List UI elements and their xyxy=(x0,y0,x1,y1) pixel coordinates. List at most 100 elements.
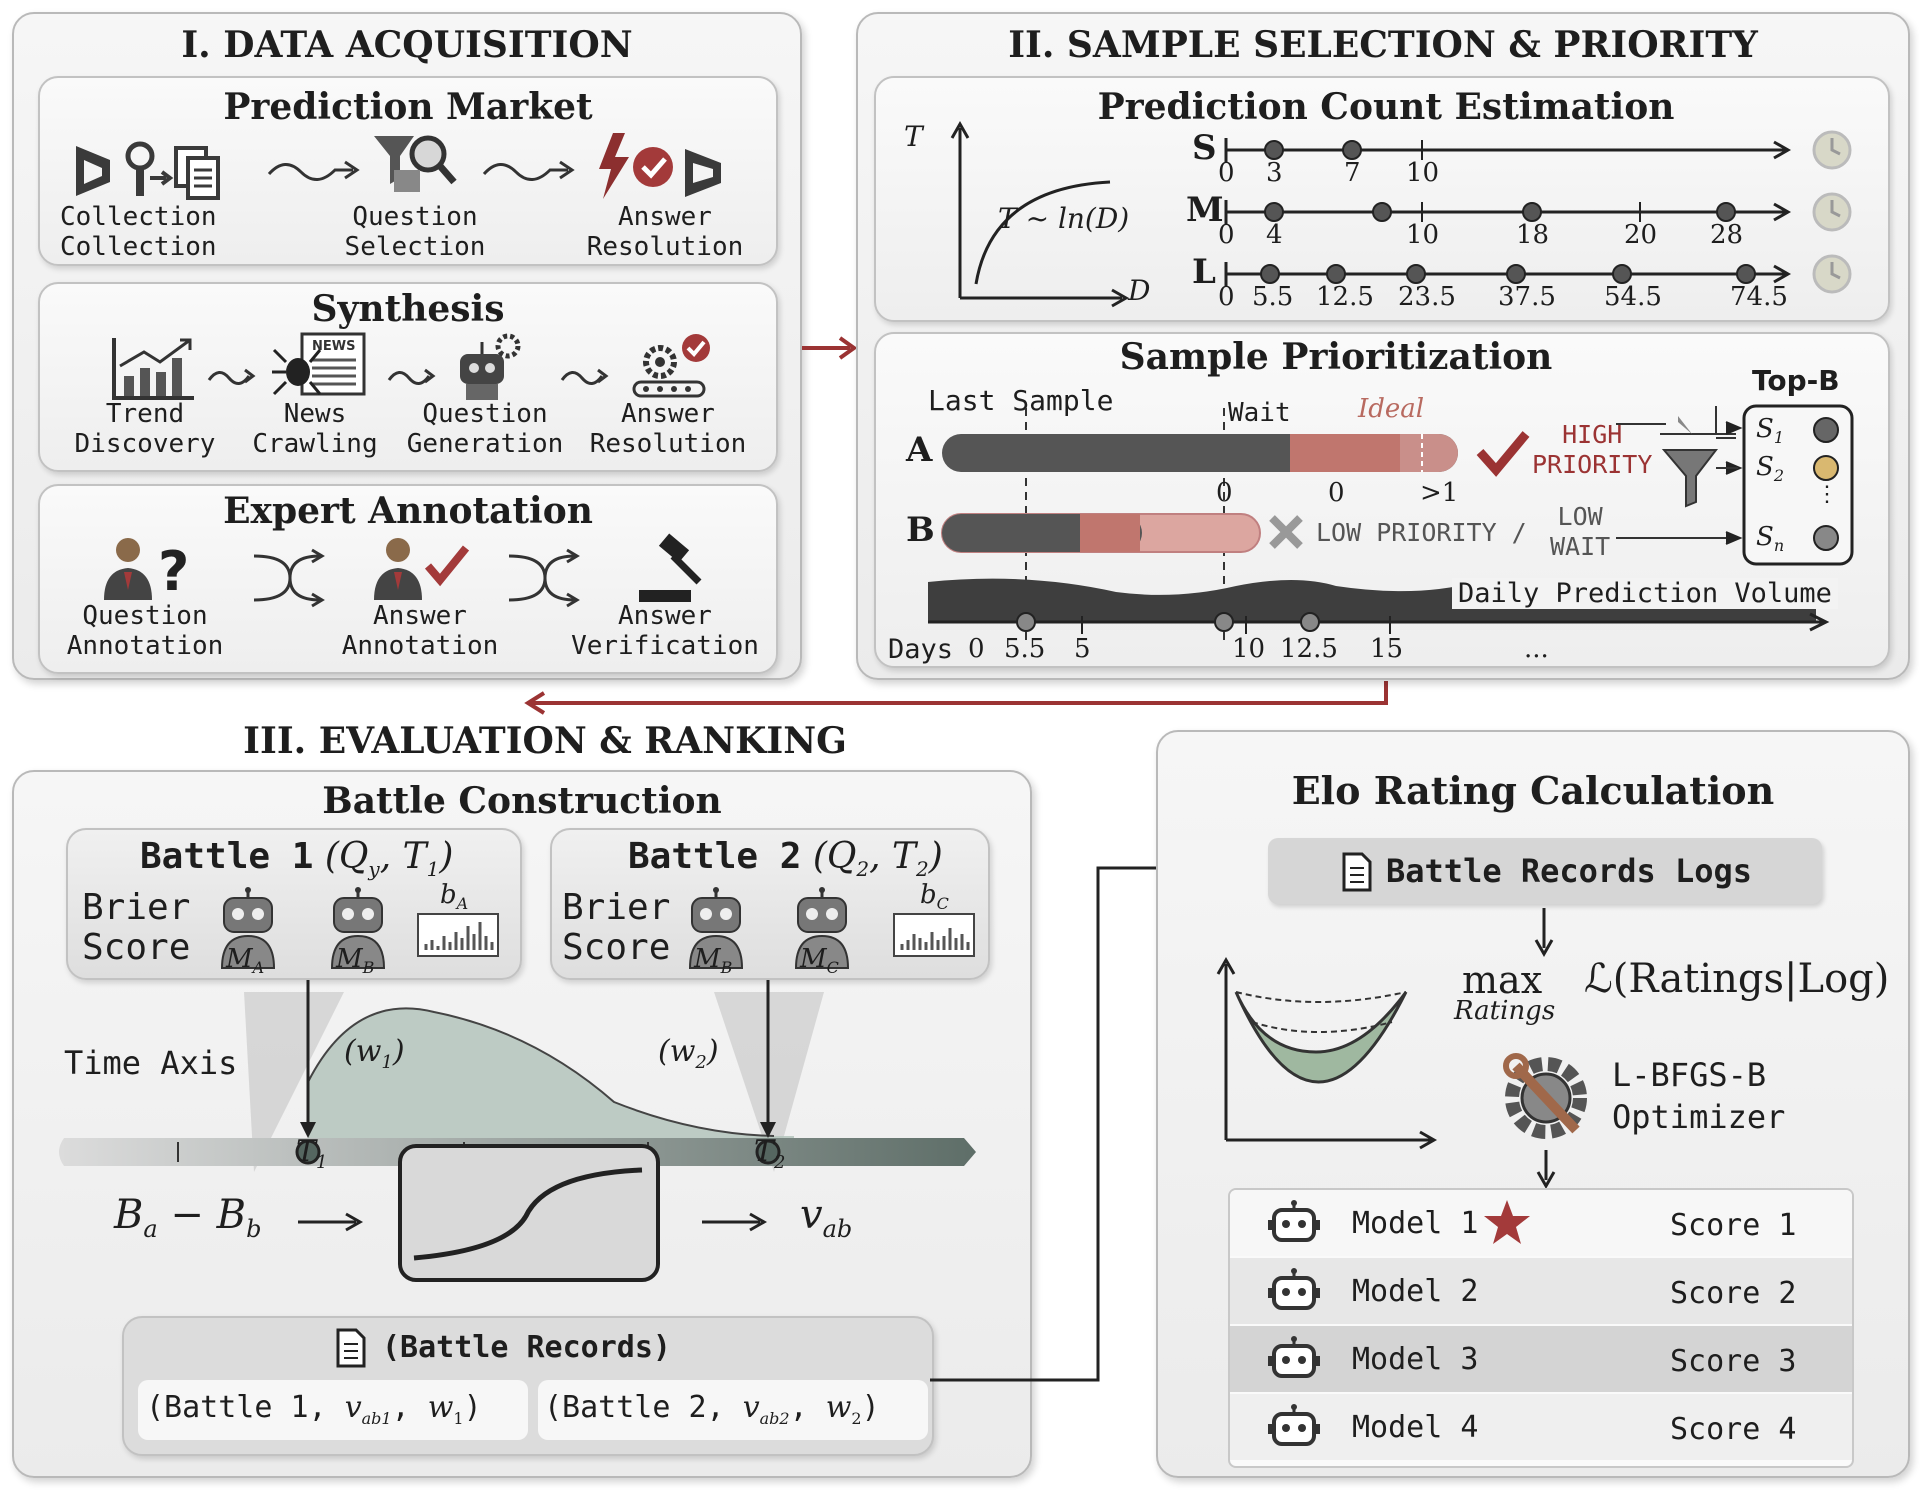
table-row[interactable] xyxy=(1230,1326,1852,1392)
model-ranking-table: Model 1 Score 1 Model 2 Score 2 Model 3 … xyxy=(1228,1188,1854,1468)
ideal-label: Ideal xyxy=(1358,394,1425,424)
clock-icon xyxy=(1812,254,1852,294)
sample-point xyxy=(1612,264,1632,284)
w1-label: (w1) xyxy=(344,1034,405,1073)
svg-text:?: ? xyxy=(158,540,189,603)
model-label: MA xyxy=(226,944,265,978)
t2-label: T2 xyxy=(754,1134,786,1173)
model-score: Score 2 xyxy=(1670,1276,1797,1311)
trend-chart-icon xyxy=(112,338,194,400)
tick-label: 10 xyxy=(1406,220,1440,250)
filter-magnifier-icon xyxy=(374,135,457,192)
last-sample-label: Last Sample xyxy=(928,384,1114,417)
spider-news-icon: NEWS xyxy=(272,332,366,396)
row-label-a: A xyxy=(906,430,933,470)
battle-records-logs-label: Battle Records Logs xyxy=(1386,852,1753,890)
sample-point xyxy=(1264,202,1284,222)
sample-point xyxy=(1264,140,1284,160)
row-label-s: S xyxy=(1192,128,1217,168)
funnel-icon xyxy=(1661,449,1719,508)
tick-label: 28 xyxy=(1710,220,1744,250)
day-tick: ... xyxy=(1524,634,1549,664)
tick-zero: 0 xyxy=(1216,478,1233,508)
down-arrow-icon xyxy=(1534,908,1554,958)
wavy-arrow-icon xyxy=(387,368,436,385)
day-tick: 15 xyxy=(1370,634,1404,664)
y-axis-label: T xyxy=(904,120,923,153)
flow-arrow-back xyxy=(524,681,1388,715)
person-question-icon: ? xyxy=(104,538,189,603)
svg-text:NEWS: NEWS xyxy=(312,339,355,354)
flow-arrow-right xyxy=(802,336,858,360)
model-score: Score 4 xyxy=(1670,1412,1797,1447)
record2-chip xyxy=(538,1380,928,1440)
person-check-icon xyxy=(374,538,470,600)
row-label-m: M xyxy=(1186,190,1224,230)
shuffle-arrow-icon xyxy=(253,548,325,608)
battle-construction-title: Battle Construction xyxy=(322,780,722,822)
document-icon xyxy=(336,1328,366,1368)
ratings-sub-label: Ratings xyxy=(1454,996,1556,1026)
robot-small-icon xyxy=(1268,1336,1320,1378)
tick-label: 54.5 xyxy=(1604,282,1662,312)
panel-title: II. SAMPLE SELECTION & PRIORITY xyxy=(1008,24,1758,66)
tick-label: 23.5 xyxy=(1398,282,1456,312)
table-row[interactable] xyxy=(1230,1190,1852,1256)
table-row[interactable] xyxy=(1230,1258,1852,1324)
sample-selection-panel: II. SAMPLE SELECTION & PRIORITY Predicti… xyxy=(856,12,1910,680)
tick-label: 3 xyxy=(1266,158,1283,188)
model-name: Model 4 xyxy=(1352,1410,1479,1445)
tick-label: 0 xyxy=(1218,158,1235,188)
tick-label: 0 xyxy=(1218,282,1235,312)
model-name: Model 1 xyxy=(1352,1206,1479,1241)
day-point xyxy=(1300,612,1320,632)
battle2-title: Battle 2 (Q2, T2) xyxy=(628,836,943,882)
prioritization-box: Sample Prioritization Last Sample Wait I… xyxy=(874,332,1890,668)
tick-label: 20 xyxy=(1624,220,1658,250)
days-label: Days xyxy=(888,634,954,665)
sample-point xyxy=(1406,264,1426,284)
s1-label: S1 xyxy=(1756,414,1784,448)
synthesis-title: Synthesis xyxy=(311,288,505,330)
b-label: bC xyxy=(920,880,949,914)
battle-records-box: (Battle Records) (Battle 1, vab1, w1) (B… xyxy=(122,1316,934,1456)
robot-small-icon xyxy=(1268,1404,1320,1446)
robot-small-icon xyxy=(1268,1200,1320,1242)
record1-chip xyxy=(138,1380,528,1440)
table-row[interactable] xyxy=(1230,1394,1852,1460)
arrow-icon xyxy=(298,1212,364,1232)
log-curve-plot xyxy=(950,120,1130,308)
clock-icon xyxy=(1812,130,1852,170)
panel-title: I. DATA ACQUISITION xyxy=(181,24,633,66)
time-axis-graphic xyxy=(59,980,976,1166)
record2-text: (Battle 2, vab2, w2) xyxy=(544,1390,880,1428)
max-label: max xyxy=(1462,958,1543,1002)
t2-point xyxy=(755,1139,781,1165)
battle-records-title: (Battle Records) xyxy=(382,1330,671,1365)
gear-check-icon xyxy=(632,334,710,398)
sample-point xyxy=(1716,202,1736,222)
vdots: ⋮ xyxy=(1816,482,1838,507)
sample-point xyxy=(1736,264,1756,284)
day-point xyxy=(1214,612,1234,632)
day-point xyxy=(1016,612,1036,632)
wavy-arrow-icon xyxy=(560,368,609,385)
document-icon xyxy=(1342,852,1372,892)
t1-label: T1 xyxy=(296,1134,328,1173)
cross-icon xyxy=(1269,515,1303,549)
elo-panel: Elo Rating Calculation Battle Records Lo… xyxy=(1156,730,1910,1478)
sample-point xyxy=(1522,202,1542,222)
ba-minus-bb-label: Ba − Bb xyxy=(114,1192,262,1243)
sample-point xyxy=(1372,202,1392,222)
volume-band xyxy=(928,578,1476,622)
down-arrow-icon xyxy=(1536,1150,1556,1190)
day-tick: 10 xyxy=(1232,634,1266,664)
